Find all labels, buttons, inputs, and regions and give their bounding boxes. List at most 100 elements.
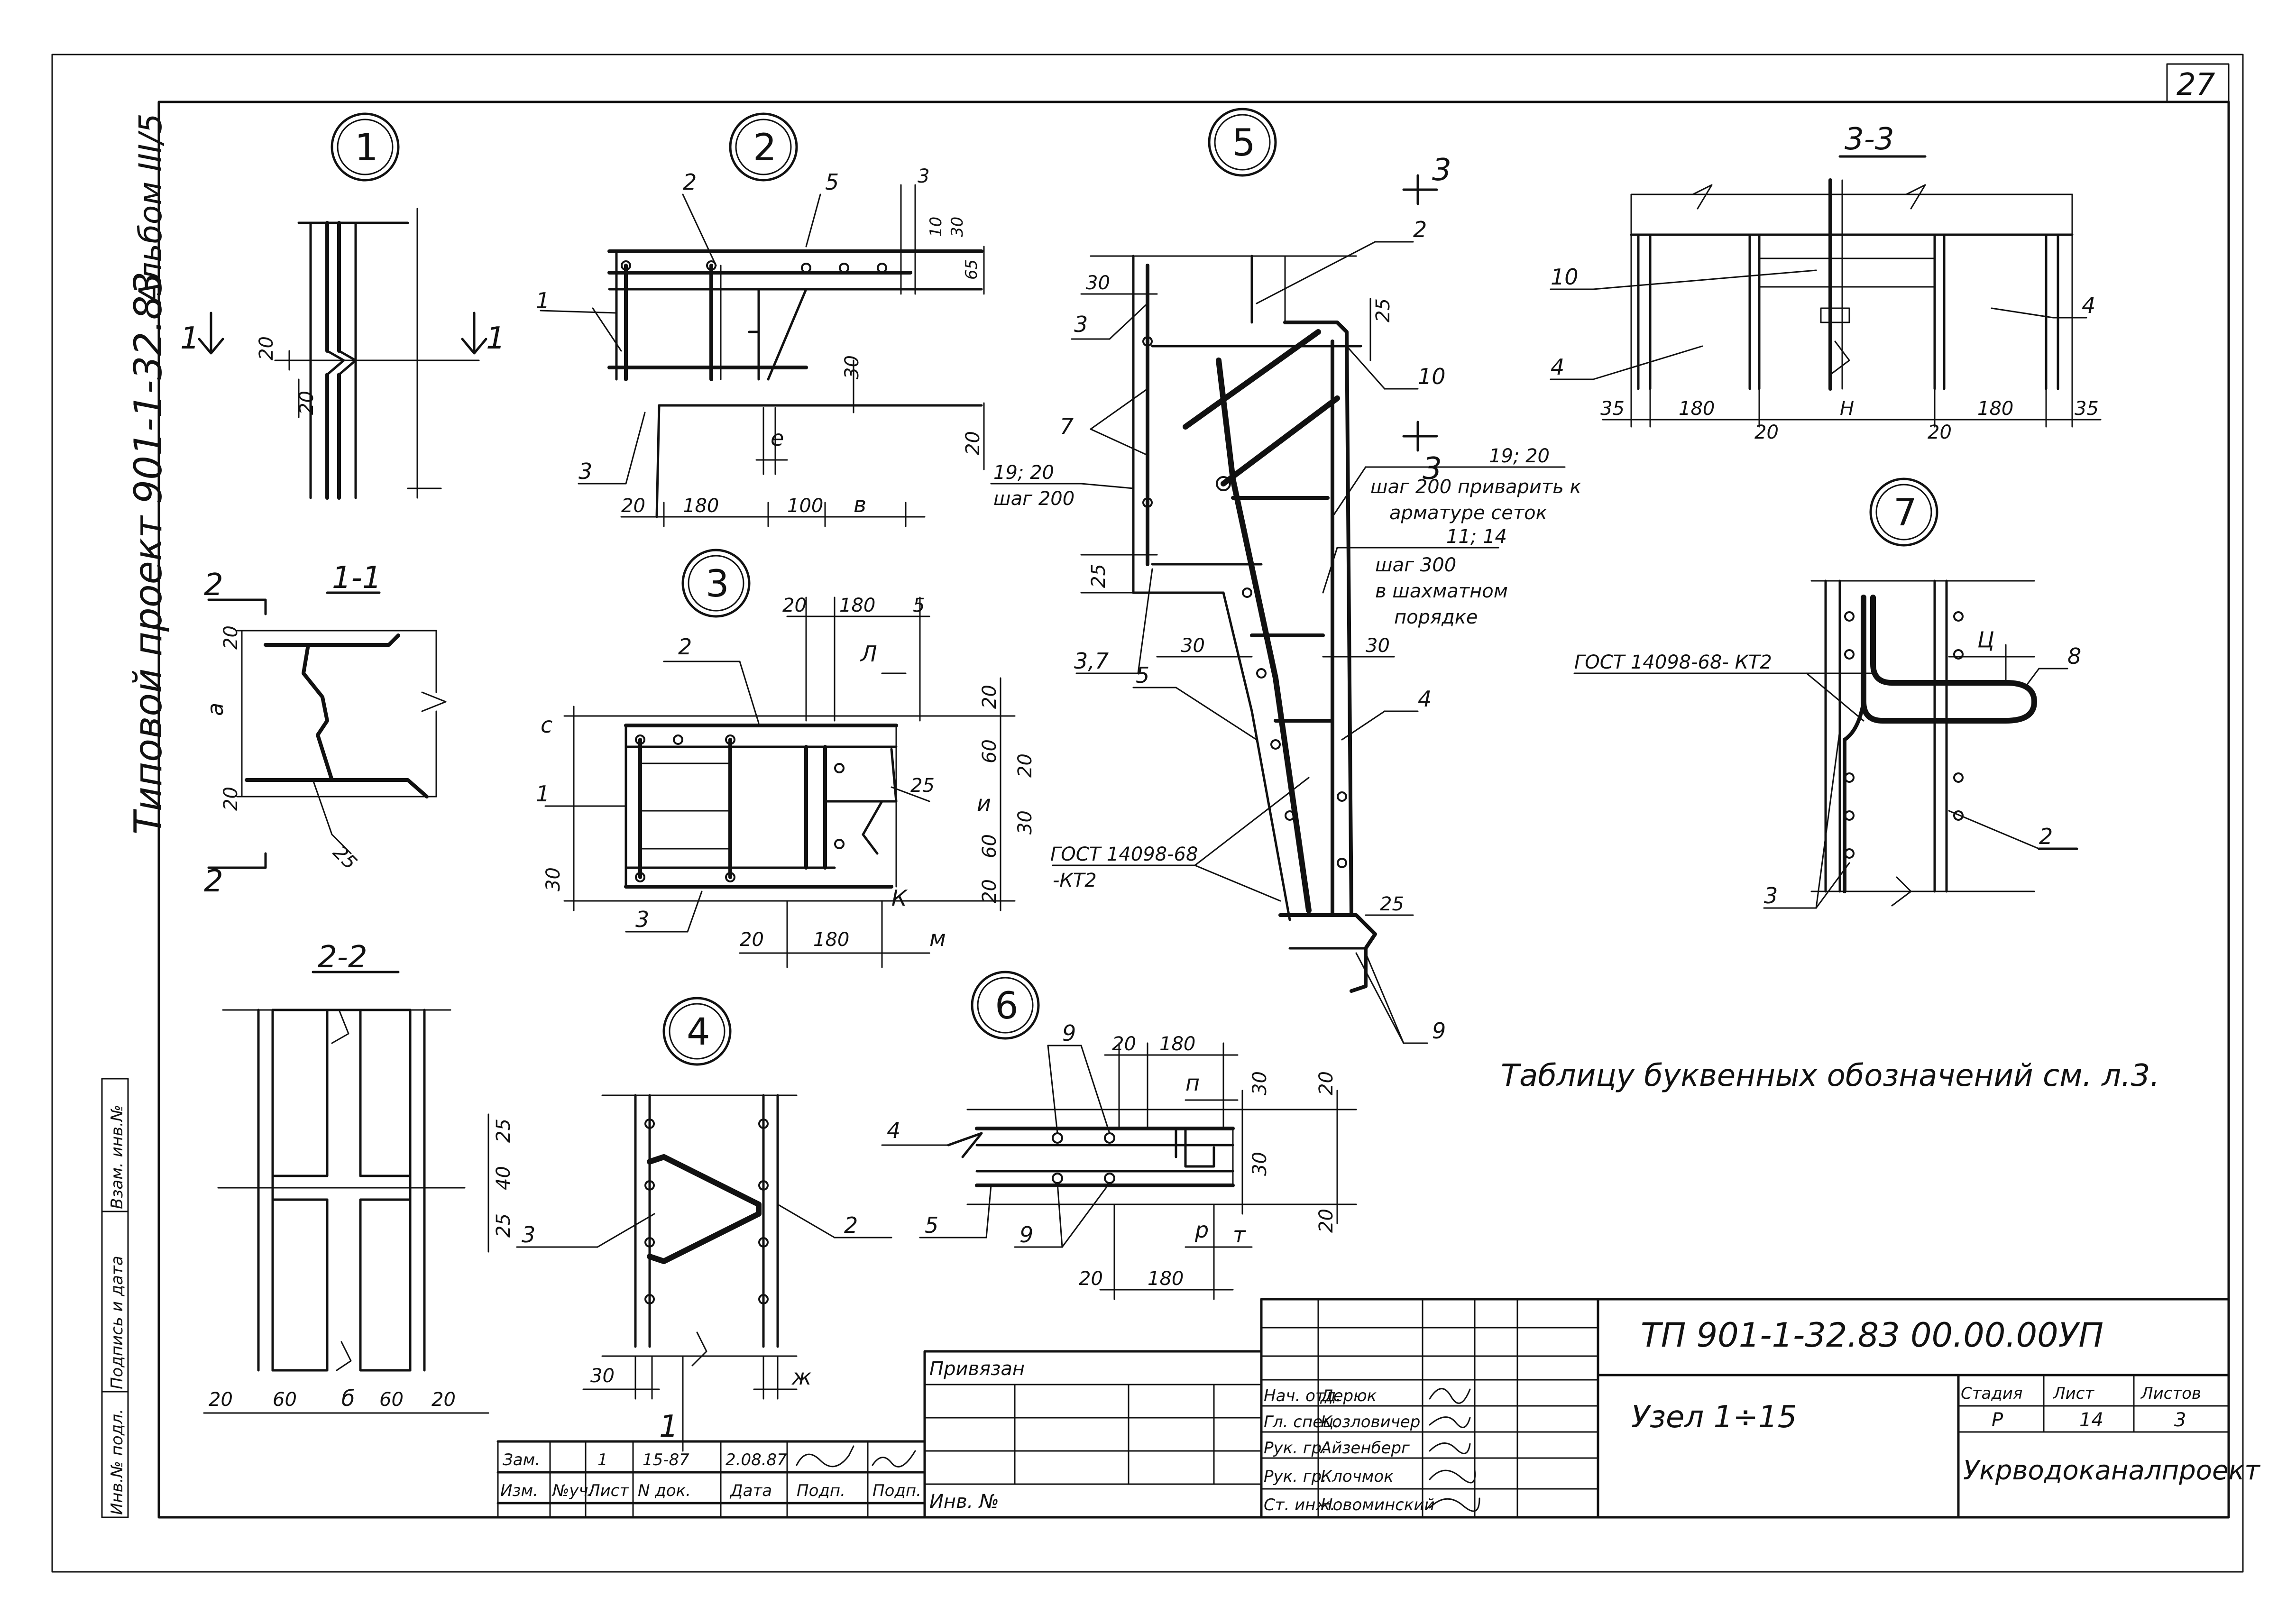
detail-7-number: 7 <box>1893 492 1917 534</box>
s11-dim-bottom: 20 <box>220 787 242 811</box>
d5-gost-1: ГОСТ 14098-68 <box>1050 844 1198 865</box>
d7-leader-2: 2 <box>2039 824 2053 849</box>
d3-dim-r60b: 60 <box>979 834 1001 858</box>
d3-dim-b180: 180 <box>813 929 849 951</box>
rev-h-date: Дата <box>729 1481 772 1500</box>
d6-dim-t180: 180 <box>1159 1033 1195 1055</box>
d6-dim-r20b: 20 <box>1315 1209 1337 1233</box>
binding-block: Привязан Инв. № <box>923 1350 1263 1519</box>
rev-h-podp2: Подп. <box>872 1481 921 1500</box>
tb-sign-1 <box>1429 1388 1471 1404</box>
d4-cut: 1 <box>659 1409 679 1444</box>
section-2-2: 2-2 25 40 25 20 60 б 60 20 <box>203 940 514 1414</box>
tb-sign-5 <box>1429 1497 1480 1512</box>
rev-signature-1 <box>796 1445 854 1468</box>
d5-leader-37: 3,7 <box>1074 648 1109 674</box>
d2-dim-30a: 30 <box>948 217 967 237</box>
d3-dim-m: м <box>929 926 946 951</box>
s22-dim-b3: б <box>341 1385 355 1411</box>
d6-leader-5: 5 <box>925 1212 938 1238</box>
s11-dim-a: а <box>202 703 228 716</box>
rev-cell-date: 2.08.87 <box>726 1450 787 1469</box>
d4-leader-2: 2 <box>844 1212 858 1238</box>
d3-leader-3: 3 <box>635 907 649 932</box>
stamp-col-sign: Подпись и дата <box>108 1256 127 1389</box>
d7-leader-3: 3 <box>1764 883 1778 908</box>
d2-leader-3: 3 <box>579 459 592 484</box>
d5-note-step200-left: шаг 200 <box>993 488 1075 510</box>
d5-cut-bottom: 3 <box>1423 451 1442 486</box>
sheet-number: 27 <box>2177 67 2215 102</box>
d6-dim-p: п <box>1185 1070 1200 1096</box>
d5-leader-10: 10 <box>1418 364 1446 389</box>
tb-role-2: Гл. спец. <box>1264 1413 1339 1431</box>
d6-leader-4: 4 <box>887 1118 900 1143</box>
detail-6: 6 9 4 5 9 20 180 п 30 <box>881 971 1357 1300</box>
tb-name-4: Клочмок <box>1321 1467 1394 1486</box>
d5-note-chess-1: в шахматном <box>1375 580 1508 602</box>
tb-role-4: Рук. гр. <box>1264 1467 1327 1486</box>
s22-dim-b5: 20 <box>432 1389 456 1411</box>
rev-cell-list: 1 <box>597 1450 608 1469</box>
tb-sign-4 <box>1429 1469 1476 1484</box>
rev-signature-2 <box>872 1450 916 1468</box>
d5-note-step300: шаг 300 <box>1375 554 1456 576</box>
s11-cut-top: 2 <box>204 568 223 603</box>
d5-leader-7: 7 <box>1060 413 1074 439</box>
d2-leader-2: 2 <box>683 169 697 195</box>
rev-h-podp1: Подп. <box>797 1481 845 1500</box>
d5-leader-2: 2 <box>1413 217 1427 242</box>
tb-sign-2 <box>1429 1416 1471 1428</box>
s33-dim-20a: 20 <box>1754 422 1779 443</box>
s33-dim-35a: 35 <box>1600 398 1625 420</box>
d6-dim-r30b: 30 <box>1249 1152 1271 1176</box>
s33-dim-180b: 180 <box>1977 398 2013 420</box>
detail-1-number: 1 <box>355 127 378 169</box>
d6-leader-9-top: 9 <box>1062 1020 1076 1046</box>
left-stamp-columns: Инв.№ подл. Подпись и дата Взам. инв.№ <box>101 1078 129 1518</box>
d3-dim-b20: 20 <box>740 929 764 951</box>
s33-dim-20b: 20 <box>1928 422 1952 443</box>
s11-dim-25: 25 <box>329 842 361 874</box>
s33-leader-4-left: 4 <box>1551 354 1564 380</box>
d1-cut-right: 1 <box>486 321 505 356</box>
s22-dim-b1: 20 <box>209 1389 233 1411</box>
d3-dim-r20b: 20 <box>1014 753 1036 778</box>
d6-dim-b180: 180 <box>1148 1268 1184 1290</box>
stamp-col-inv: Инв.№ подл. <box>108 1409 127 1515</box>
d1-dim-a: 20 <box>256 336 277 360</box>
tb-role-1: Нач. отд. <box>1264 1386 1341 1405</box>
detail-7: 7 ГОСТ 14098-68- КТ2 Ц 8 2 3 <box>1573 477 2081 909</box>
d4-leader-3: 3 <box>522 1222 535 1248</box>
s22-title: 2-2 <box>318 940 367 975</box>
d2-leader-1: 1 <box>536 288 550 313</box>
d5-dim-30b: 30 <box>1181 635 1205 657</box>
detail-5-number: 5 <box>1232 122 1256 165</box>
d5-dim-25b: 25 <box>1088 564 1110 588</box>
revision-table: Зам. 1 15-87 2.08.87 Изм. №уч. Лист N до… <box>496 1440 926 1518</box>
s33-leader-4-right: 4 <box>2082 293 2095 318</box>
d2-leader-5: 5 <box>825 169 839 195</box>
tb-name-3: Айзенберг <box>1320 1439 1410 1458</box>
rev-h-ndoc: N док. <box>638 1481 691 1500</box>
legend-note: Таблицу буквенных обозначений см. л.3. <box>1501 1058 2160 1093</box>
d4-dim-30: 30 <box>590 1365 615 1387</box>
d2-dim-30b: 30 <box>841 355 863 379</box>
d3-leader-1: 1 <box>536 781 550 807</box>
d5-note-1920-left: 19; 20 <box>993 462 1054 484</box>
d5-dim-25c: 25 <box>1380 893 1404 915</box>
rev-cell-zam: Зам. <box>503 1450 540 1469</box>
d1-cut-left: 1 <box>180 321 200 356</box>
detail-2: 2 2 5 1 3 3 10 30 65 30 <box>536 112 985 527</box>
detail-1: 1 1 1 20 20 <box>180 112 505 500</box>
stamp-col-replace: Взам. инв.№ <box>108 1105 127 1209</box>
d5-note-weld-3: арматуре сеток <box>1389 502 1547 524</box>
detail-6-number: 6 <box>995 985 1019 1028</box>
d3-dim-l: Л <box>860 641 877 667</box>
detail-5: 5 3 3 2 10 3 <box>990 108 1581 1044</box>
tb-sheets-h: Листов <box>2140 1384 2201 1403</box>
d3-leader-2: 2 <box>678 634 692 660</box>
detail-3-number: 3 <box>706 563 729 606</box>
d5-dim-30a: 30 <box>1086 272 1110 294</box>
